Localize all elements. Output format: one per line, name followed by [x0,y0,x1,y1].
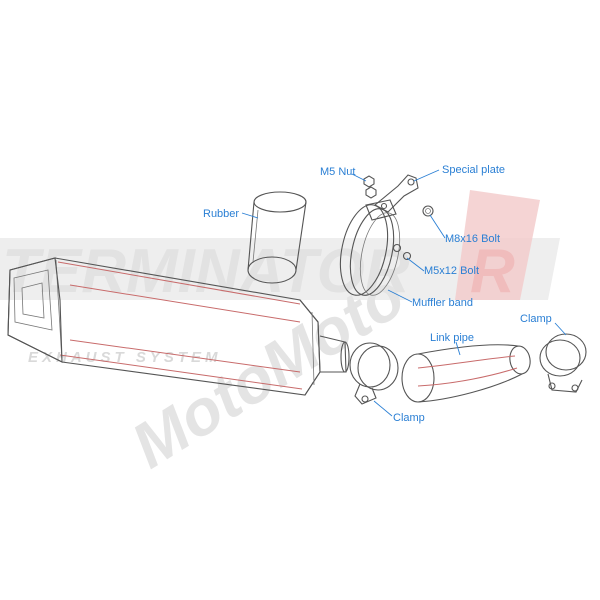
right-clamp [539,333,587,393]
m5x12-bolt-a [392,243,402,253]
link-pipe [401,344,531,403]
watermark-red-mark [455,190,540,300]
watermark-band [0,238,560,300]
label-link-pipe: Link pipe [430,332,474,344]
watermark-subtitle: EXHAUST SYSTEM [28,349,222,366]
label-clamp-bottom: Clamp [393,412,425,424]
label-m8x16-bolt: M8x16 Bolt [445,233,500,245]
label-clamp-right: Clamp [520,313,552,325]
special-plate [374,174,419,213]
label-special-plate: Special plate [442,164,505,176]
label-m5x12-bolt: M5x12 Bolt [424,265,479,277]
muffler-band [339,199,401,296]
m5-nut-a [363,175,375,188]
label-rubber: Rubber [203,208,239,220]
part-labels: M5 Nut Special plate Rubber M8x16 Bolt M… [203,164,552,424]
m5x12-bolt-b [402,251,412,261]
m5-nut-b [365,186,377,199]
label-m5-nut: M5 Nut [320,166,355,178]
fasteners [363,175,434,261]
label-muffler-band: Muffler band [412,297,473,309]
bottom-clamp [349,342,399,405]
rubber-ring [247,191,307,284]
muffler-body [7,257,350,396]
leader-lines [241,169,567,417]
watermark-brand-suffix: R [470,237,515,306]
m8x16-bolt-head [422,205,434,217]
